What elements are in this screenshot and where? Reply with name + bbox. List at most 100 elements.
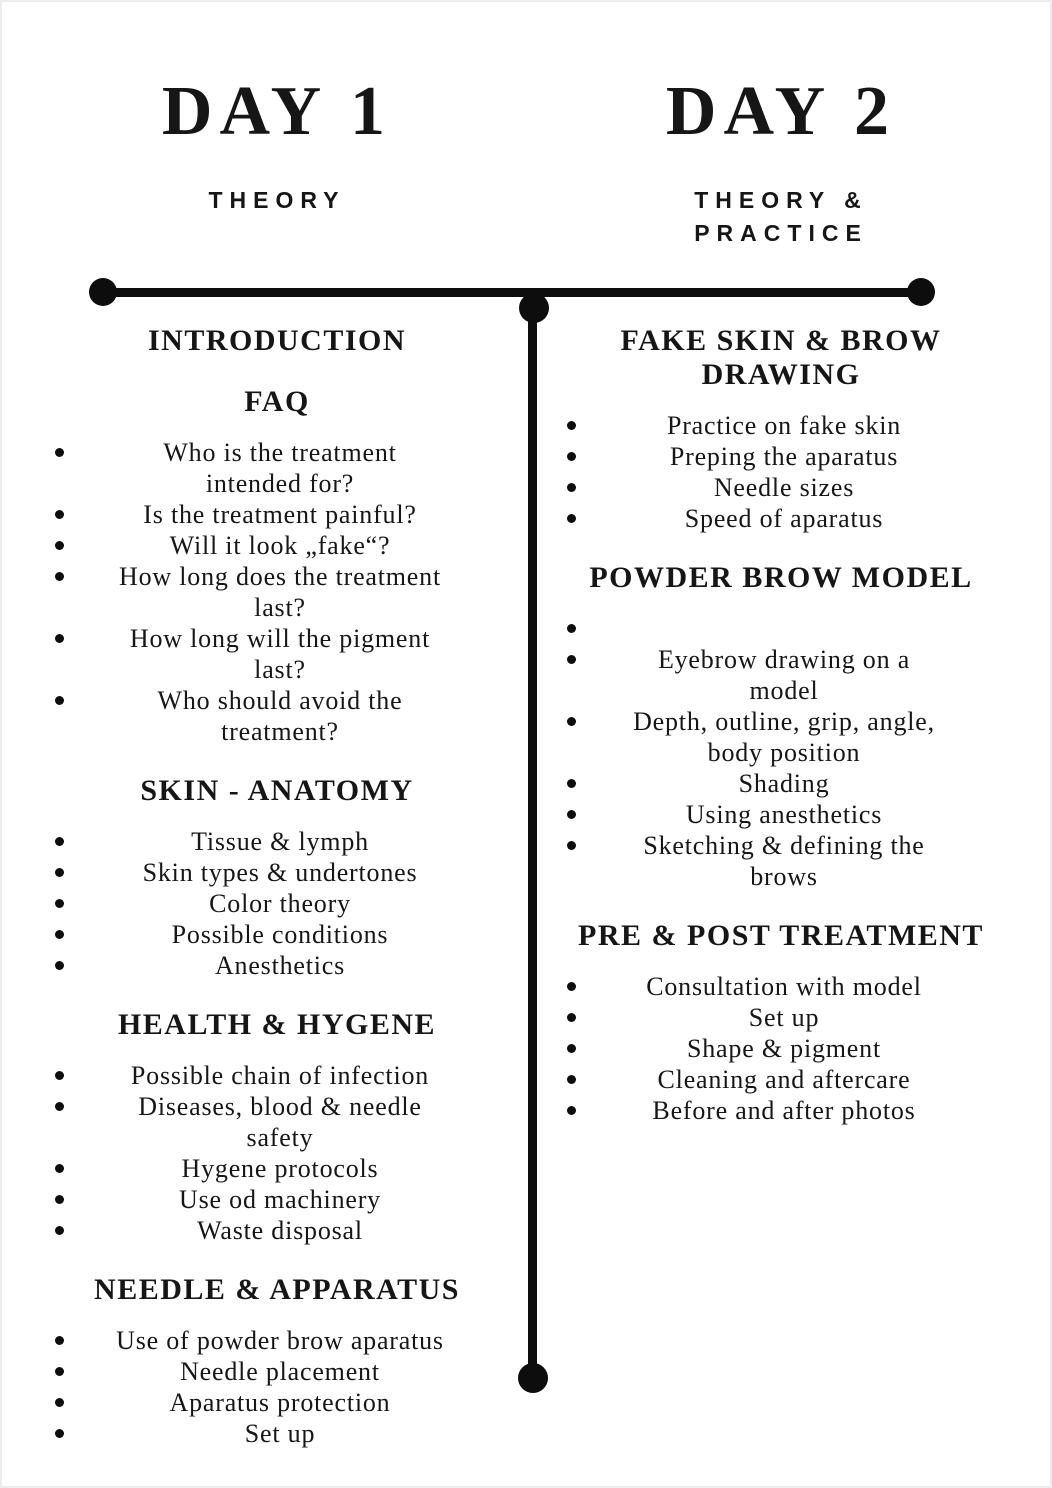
day2-subtitle: THEORY & PRACTICE [694,187,868,246]
list-item: Depth, outline, grip, angle, body positi… [550,706,1012,768]
list-item: Shading [550,768,1012,799]
list-item-text: Use od machinery [179,1185,381,1214]
list-item-text: Aparatus protection [169,1388,391,1417]
bullet-icon [55,1336,64,1345]
list-item: Speed of aparatus [550,503,1012,534]
list-item-text: Set up [748,1003,820,1032]
list-item-text: Needle sizes [713,473,855,502]
list-item-text: Tissue & lymph [191,827,369,856]
bullet-icon [55,541,64,550]
bullet-icon [55,1164,64,1173]
bullet-icon [567,1044,576,1053]
bullet-icon [55,1367,64,1376]
bullet-icon [567,1013,576,1022]
list-item: Possible chain of infection [38,1060,516,1091]
list-item-text: Preping the aparatus [669,442,899,471]
timeline-dot-bottom [518,1363,548,1393]
day1-subtitle: THEORY [208,187,346,213]
list-item-text: How long will the pigment last? [129,624,431,684]
bullet-icon [55,1071,64,1080]
list-item-text: Cleaning and aftercare [657,1065,911,1094]
timeline-dot-right [907,278,935,306]
list-item: Cleaning and aftercare [550,1064,1012,1095]
list-item-text: Anesthetics [214,951,346,980]
bullet-icon [55,448,64,457]
list-item-text: Is the treatment painful? [143,500,417,529]
section-heading: HEALTH & HYGENE [117,1008,437,1041]
list-item: Set up [38,1418,516,1449]
list-item-text [586,613,982,644]
section-heading: FAQ [244,385,310,418]
list-item-text: Consultation with model [646,972,922,1001]
day1-title: DAY 1 [161,73,393,150]
list-item-text: Waste disposal [197,1216,363,1245]
bullet-icon [55,1102,64,1111]
timeline-vertical-bar [528,298,537,1378]
list-item-text: Possible chain of infection [130,1061,430,1090]
list-item-text: Sketching & defining the brows [643,831,925,891]
section-heading: INTRODUCTION [147,324,407,357]
timeline-dot-center [519,293,549,323]
day2-title: DAY 2 [665,73,897,150]
list-item-text: Using anesthetics [685,800,883,829]
list-item: Skin types & undertones [38,857,516,888]
list-item-text: Shading [738,769,830,798]
bullet-icon [55,899,64,908]
list-item-text: How long does the treatment last? [119,562,441,622]
list-item-text: Hygene protocols [181,1154,379,1183]
list-item: Use od machinery [38,1184,516,1215]
section-heading: POWDER BROW MODEL [589,561,973,594]
bullet-icon [567,810,576,819]
bullet-icon [567,452,576,461]
list-item-text: Use of powder brow aparatus [116,1326,444,1355]
list-item: Diseases, blood & needle safety [38,1091,516,1153]
list-item: Before and after photos [550,1095,1012,1126]
bullet-icon [567,779,576,788]
list-item-text: Needle placement [180,1357,380,1386]
list-item: Who is the treatment intended for? [38,437,516,499]
day1-sections: INTRODUCTION FAQ Who is the treatment inte… [38,324,516,1449]
list-item [550,613,1012,644]
list-item: Color theory [38,888,516,919]
bullet-icon [567,624,576,633]
list-item: Use of powder brow aparatus [38,1325,516,1356]
list-item: How long will the pigment last? [38,623,516,685]
list-item-text: Eyebrow drawing on a model [657,645,911,705]
list-item: Who should avoid the treatment? [38,685,516,747]
bullet-icon [567,483,576,492]
bullet-icon [55,510,64,519]
bullet-icon [567,1075,576,1084]
list-item-text: Diseases, blood & needle safety [138,1092,422,1152]
list-item: Set up [550,1002,1012,1033]
bullet-icon [567,841,576,850]
bullet-icon [55,1195,64,1204]
list-item-text: Shape & pigment [687,1034,881,1063]
list-item: Waste disposal [38,1215,516,1246]
list-item: Tissue & lymph [38,826,516,857]
list-item-text: Skin types & undertones [142,858,418,887]
section-heading: FAKE SKIN & BROW DRAWING [620,324,942,391]
list-item-text: Depth, outline, grip, angle, body positi… [633,707,935,767]
list-item: Shape & pigment [550,1033,1012,1064]
bullet-icon [567,655,576,664]
list-item-text: Who is the treatment intended for? [163,438,397,498]
section-heading: PRE & POST TREATMENT [578,919,984,952]
day1-column: DAY 1 THEORY INTRODUCTION FAQ Who is the t… [38,2,516,1448]
bullet-icon [567,982,576,991]
list-item: Is the treatment painful? [38,499,516,530]
list-item: Sketching & defining the brows [550,830,1012,892]
section-heading: SKIN - ANATOMY [140,774,414,807]
section-heading: NEEDLE & APPARATUS [94,1273,460,1306]
bullet-icon [567,717,576,726]
bullet-list: Who is the treatment intended for?Is the… [38,437,516,747]
list-item: Needle sizes [550,472,1012,503]
list-item: How long does the treatment last? [38,561,516,623]
list-item: Anesthetics [38,950,516,981]
bullet-icon [567,514,576,523]
bullet-icon [55,1429,64,1438]
